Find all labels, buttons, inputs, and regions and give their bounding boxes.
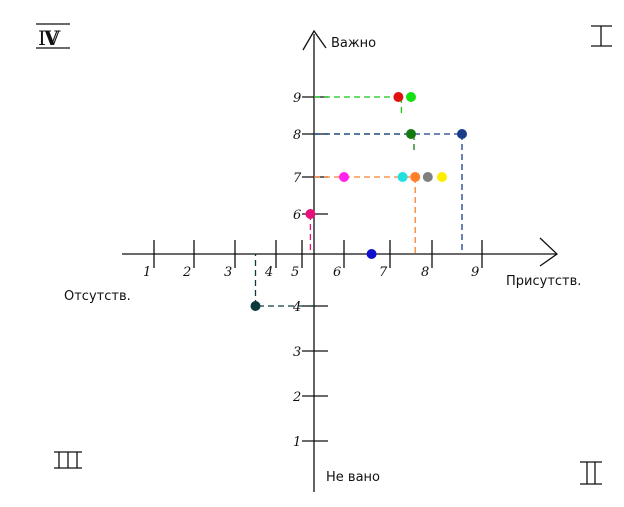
svg-text:II: II bbox=[582, 463, 598, 487]
x-tick-label: 6 bbox=[333, 265, 341, 280]
data-point bbox=[339, 172, 349, 182]
svg-text:IV: IV bbox=[38, 26, 61, 50]
svg-text:III: III bbox=[56, 447, 80, 471]
data-point bbox=[366, 249, 377, 259]
quadrant-label-iv: IV V bbox=[36, 23, 70, 50]
y-tick-label: 6 bbox=[293, 208, 301, 223]
y-tick-label: 9 bbox=[293, 91, 301, 106]
x-tick-label: 2 bbox=[182, 265, 191, 280]
x-tick-label: 4 bbox=[264, 265, 273, 280]
svg-text:I: I bbox=[595, 25, 603, 49]
axis-label-not-important: Не вано bbox=[326, 470, 380, 485]
data-point bbox=[437, 172, 447, 182]
data-point bbox=[422, 172, 433, 182]
vertical-axis bbox=[302, 29, 327, 492]
data-point bbox=[397, 172, 408, 182]
y-tick-label: 2 bbox=[292, 390, 301, 405]
axis-label-present: Присутств. bbox=[506, 274, 581, 289]
data-point bbox=[457, 129, 467, 139]
svg-text:V: V bbox=[43, 26, 59, 50]
y-axis-ticks: 9 8 7 6 4 3 2 1 bbox=[292, 91, 328, 450]
y-tick-label: 1 bbox=[293, 435, 301, 450]
y-tick-label: 7 bbox=[293, 171, 302, 186]
data-point bbox=[406, 129, 416, 139]
data-point bbox=[393, 92, 404, 102]
quadrant-label-ii: II bbox=[580, 461, 602, 487]
x-tick-label: 5 bbox=[291, 265, 299, 280]
x-tick-label: 3 bbox=[224, 265, 232, 280]
data-point bbox=[410, 172, 421, 182]
data-point bbox=[305, 209, 316, 219]
y-tick-label: 3 bbox=[293, 345, 301, 360]
y-tick-label: 8 bbox=[293, 128, 301, 143]
horizontal-axis bbox=[122, 237, 559, 267]
x-tick-label: 7 bbox=[379, 265, 388, 280]
data-points bbox=[250, 92, 467, 311]
x-tick-label: 8 bbox=[421, 265, 429, 280]
y-tick-label: 4 bbox=[292, 300, 301, 315]
x-tick-label: 9 bbox=[471, 265, 479, 280]
data-point bbox=[406, 92, 416, 102]
quadrant-label-iii: III bbox=[54, 447, 82, 471]
quadrant-label-i: I bbox=[591, 25, 612, 49]
axis-label-absent: Отсутств. bbox=[64, 289, 131, 304]
x-axis-ticks: 1 2 3 4 5 6 7 8 9 bbox=[143, 240, 483, 280]
x-tick-label: 1 bbox=[143, 265, 151, 280]
data-point bbox=[250, 301, 261, 311]
axis-label-important: Важно bbox=[331, 36, 376, 51]
dashed-guides bbox=[254, 96, 463, 307]
